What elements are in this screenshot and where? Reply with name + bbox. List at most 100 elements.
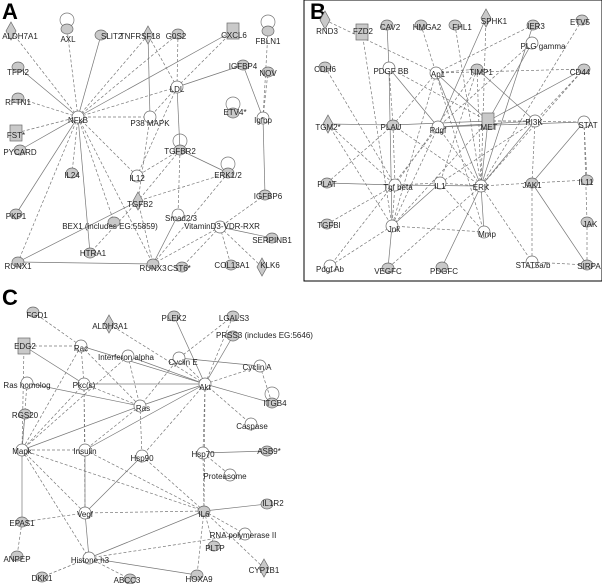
panel-b-node-shape-pdgfab (323, 259, 337, 273)
panel-a-node-p38mapk: P38 MAPK (130, 110, 170, 128)
panel-a-node-shape-igfbp4 (236, 59, 250, 71)
panel-a-node-label-igfbp4: IGFBP4 (229, 62, 258, 71)
panel-c-node-label-caspase: Caspase (236, 422, 268, 431)
panel-b-node-label-sphk1: SPHK1 (481, 17, 508, 26)
panel-b-edge-jnk-vegfc (387, 225, 393, 269)
panel-b-node-ier3: IER3 (526, 19, 545, 31)
panel-c-node-shape-caspase (244, 417, 258, 431)
panel-a-edge-ldl-tgfbr2 (176, 86, 181, 151)
panel-a-node-label-vdr: VitaminD3-VDR-RXR (184, 222, 260, 231)
panel-c-node-label-edg2: EDG2 (14, 342, 36, 351)
panel-c-edge-lgals3-cycline (178, 315, 234, 359)
panel-c-edge-rac-ras (80, 345, 141, 407)
panel-b-edge-plat-tgfbeta (326, 182, 396, 186)
panel-c-node-hsp90: Hsp90 (130, 449, 154, 463)
panel-a-node-label-tgfbr2: TGFBR2 (164, 147, 196, 156)
panel-b-edge-erk-jak1 (480, 182, 533, 187)
panel-c-node-insulin: Insulin (73, 443, 97, 457)
panel-a-node-rftn1: RFTN1 (5, 92, 31, 107)
panel-b-node-shape-pdgfbb (382, 61, 396, 75)
panel-a-node-shape-pkp1 (9, 208, 23, 220)
panel-b-node-label-fzd2: FZD2 (353, 27, 374, 36)
panel-c-edges (16, 311, 273, 580)
panel-a-node-shape-ldl (170, 80, 184, 94)
panel-a-node-shape-fst (9, 124, 23, 142)
panel-b-node-shape-erk (474, 179, 488, 193)
panel-a-edge-igfbp-nov (262, 71, 269, 119)
panel-b-node-plat: PLAT (317, 177, 337, 189)
panel-b-node-tgfbi: TGFBI (317, 218, 341, 230)
panel-c-edge-cycline-cyclina (178, 357, 261, 367)
panel-a-node-label-slit2: SLIT2 (101, 32, 123, 41)
panel-b-node-shape-stat (577, 115, 591, 129)
panel-c-node-rashomolog: Ras homolog (3, 376, 51, 390)
panel-c-edge-histoneh3-hoxa9 (88, 557, 198, 576)
panel-b-node-shape-etv5 (575, 14, 589, 26)
panel-a-node-label-col13a1: COL13A1 (214, 261, 250, 270)
panel-a-edge-nfkb-ldl (77, 86, 178, 118)
panel-b-node-label-jak: JAK (583, 220, 598, 229)
panel-c-node-abcc3: ABCC3 (114, 573, 141, 584)
panel-a-node-pycard: PYCARD (3, 144, 37, 157)
panel-b-node-plggamma: PLG gamma (521, 36, 566, 51)
panel-b-edge-ier3-ap1 (435, 24, 534, 74)
panel-c-edge-ifna-mapk (21, 355, 129, 451)
panel-c-node-label-lgals3: LGALS3 (219, 314, 250, 323)
panel-a-edge-nfkb-runx1 (17, 116, 79, 263)
panel-a-node-shape-slit2 (94, 29, 108, 41)
panel-b-edge-ap1-erk (435, 72, 482, 187)
panel-a-node-label-runx1: RUNX1 (4, 262, 32, 271)
panel-c-node-shape-ifna (121, 349, 135, 363)
panel-b-node-label-hmga2: HMGA2 (413, 23, 442, 32)
panel-c-node-histoneh3: Histone h3 (71, 551, 110, 565)
panel-a-node-shape-p38mapk (143, 110, 157, 124)
panel-b-node-shape-fhl1 (448, 19, 462, 31)
panel-b-node-ap1: Ap1 (429, 66, 446, 80)
panel-c-edge-aldh3a1-akt (108, 323, 206, 385)
panel-b-edge-fhl1-erk (454, 24, 482, 187)
panel-c-node-label-aldh3a1: ALDH3A1 (92, 322, 128, 331)
panel-b-edge-rnd3-ap1 (324, 19, 437, 74)
panel-b-node-label-pdgfbb: PDGF BB (373, 67, 408, 76)
panel-b-node-jnk: Jnk (385, 219, 401, 234)
panel-a-edge-runx1-runx3 (17, 261, 154, 265)
panel-b-node-shape-met (481, 112, 495, 130)
panel-c-node-label-prss3: PRSS3 (includes EG:5646) (216, 331, 313, 340)
panel-a-node-shape-tgfb2 (132, 191, 144, 211)
panel-c-edge-rnapol2-histoneh3 (88, 533, 246, 559)
panel-c-node-cyclina: Cyclin A (243, 359, 272, 373)
panel-c-node-label-epas1: EPAS1 (9, 519, 35, 528)
panel-c-edge-hsp70-asb9 (202, 450, 268, 454)
panel-c-node-shape-fgd1 (26, 306, 40, 318)
panel-c-node-label-dkk1: DKK1 (32, 574, 53, 583)
panel-a-node-label-aldh7a1: ALDH7A1 (2, 32, 38, 41)
panel-c-node-hsp70: Hsp70 (191, 446, 215, 460)
panel-b-edge-tgfbeta-jnk (391, 184, 396, 227)
panel-b-node-label-plggamma: PLG gamma (521, 42, 566, 51)
panel-c-node-shape-rashomolog (20, 376, 34, 390)
panel-b-edge-ap1-jnk (391, 72, 437, 227)
panel-a-edge-nfkb-rftn1 (17, 97, 79, 118)
panel-b-node-jak: JAK (580, 216, 598, 229)
panel-a-node-label-tnfrsf18: TNFRSF18 (120, 32, 161, 41)
panel-c-edge-cycline-ras (139, 357, 180, 407)
panel-c-edge-il6-cyp1b1 (203, 510, 265, 569)
panel-a-node-runx3: RUNX3 (139, 258, 167, 273)
panel-c-edge-cyclina-itgb4 (259, 365, 273, 404)
panel-b-node-shape-pdgf (431, 120, 445, 134)
panel-a-node-tgfbr2: TGFBR2 (164, 133, 196, 156)
panel-a-node-shape-htra1 (83, 247, 97, 259)
panel-c-node-ifna: Interferon alpha (98, 349, 155, 363)
panel-a-node-label-il24: IL24 (64, 171, 80, 180)
panel-a-node-shape-il24 (65, 167, 79, 179)
panel-b-edge-pdgfbb-jnk (388, 67, 393, 227)
panel-a-edge-nfkb-slit2 (77, 34, 102, 118)
panel-c-edge-akt-ras (139, 383, 206, 407)
panel-a-node-igfbp4: IGFBP4 (229, 59, 258, 71)
panel-a-node-tfpi2: TFPI2 (7, 61, 29, 77)
panel-c-edge-mapk-il6 (21, 449, 205, 512)
panel-b-node-label-ap1: Ap1 (431, 70, 446, 79)
panel-c-node-rgs20: RGS20 (12, 408, 39, 420)
panel-b-node-shape-cdh6 (318, 61, 332, 73)
